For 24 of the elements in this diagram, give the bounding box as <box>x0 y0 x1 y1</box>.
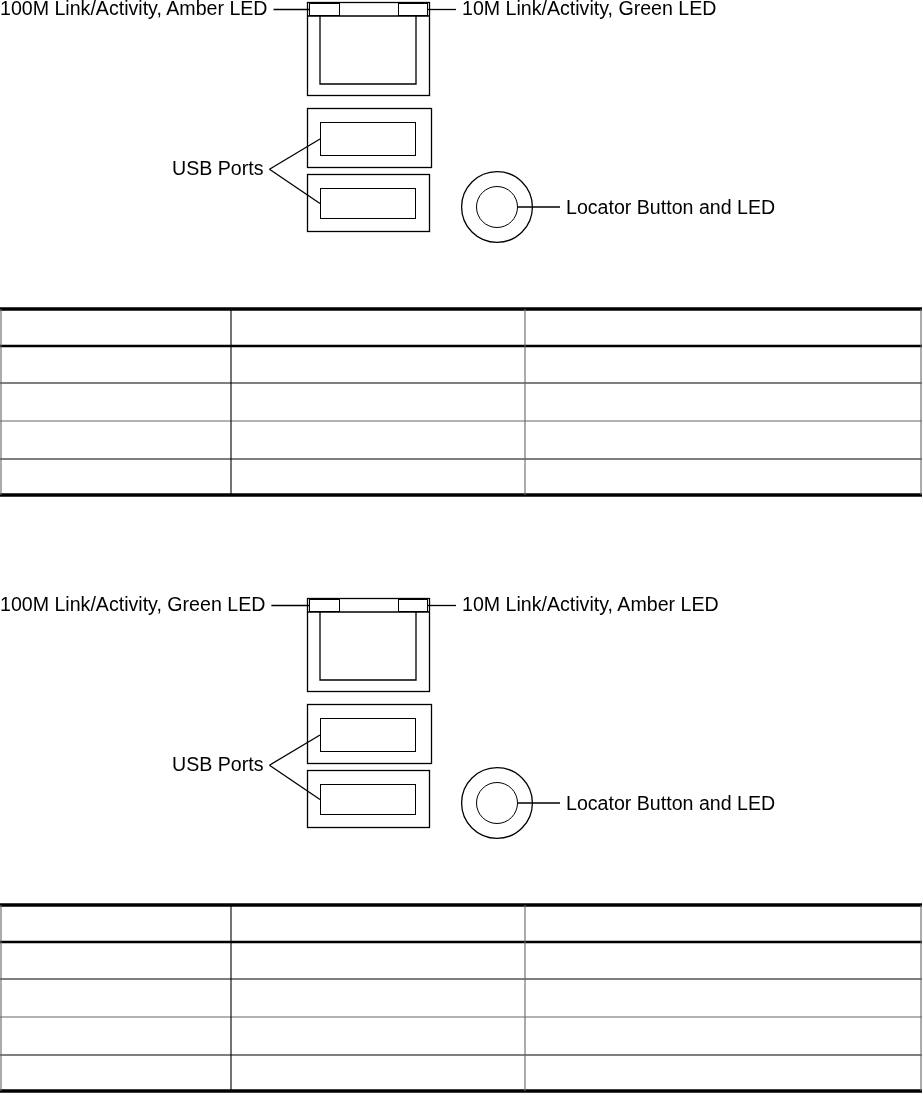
leader-line <box>427 8 457 11</box>
leader-line <box>272 8 310 11</box>
callout-label: 10M Link/Activity, Amber LED <box>462 595 719 615</box>
leader-line <box>517 206 561 208</box>
callout-label: 100M Link/Activity, Green LED <box>0 595 266 615</box>
led-indicator <box>309 599 340 612</box>
leader-line <box>268 734 321 766</box>
usb-slot <box>320 188 416 219</box>
leader-line <box>268 138 321 170</box>
leader-line <box>517 802 561 804</box>
callout-label: 100M Link/Activity, Amber LED <box>0 0 268 19</box>
callout-label: Locator Button and LED <box>566 794 776 814</box>
led-indicator <box>398 3 428 16</box>
usb-slot <box>320 784 416 815</box>
leader-line <box>270 604 310 607</box>
callout-label: Locator Button and LED <box>566 198 776 218</box>
usb-slot <box>320 718 416 752</box>
callout-label: 10M Link/Activity, Green LED <box>462 0 717 19</box>
usb-slot <box>320 122 416 156</box>
callout-label: USB Ports <box>172 755 264 775</box>
callout-label: USB Ports <box>172 159 264 179</box>
led-indicator <box>309 3 340 16</box>
leader-line <box>427 604 457 607</box>
led-indicator <box>398 599 428 612</box>
